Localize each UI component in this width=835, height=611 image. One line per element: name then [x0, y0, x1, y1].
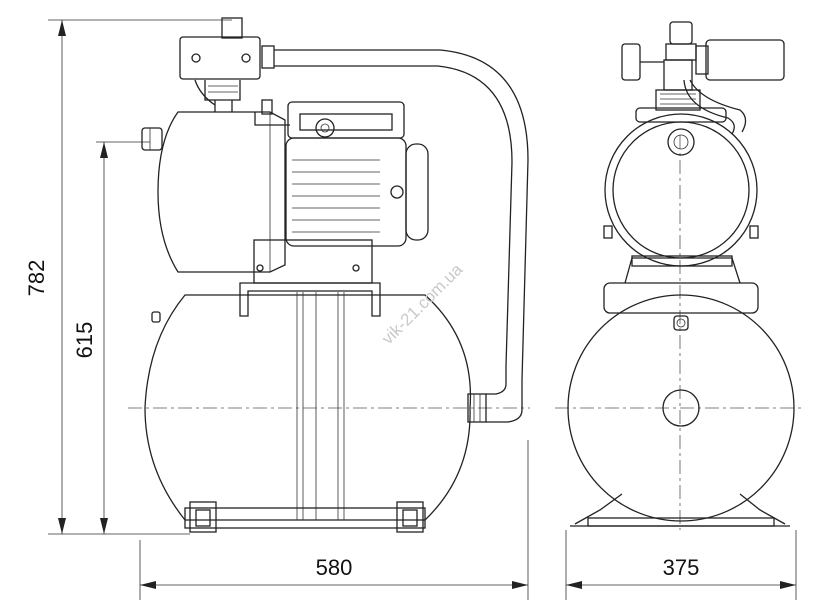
dimension-label-580: 580 — [316, 555, 353, 580]
dimension-height-total: 782 — [24, 19, 232, 535]
side-view — [128, 17, 530, 533]
dimension-width-front: 375 — [565, 530, 797, 600]
dimension-width-side: 580 — [139, 440, 529, 600]
front-view — [555, 21, 805, 530]
pressure-switch-front — [705, 39, 785, 81]
watermark-text: vik-21.com.ua — [378, 260, 467, 349]
dimension-label-782: 782 — [24, 260, 49, 297]
pump-housing-front — [604, 113, 758, 267]
pressure-tank-front — [567, 294, 795, 522]
dimension-label-375: 375 — [663, 555, 700, 580]
dimension-height-outlet: 615 — [72, 141, 150, 534]
flexible-hose-side — [274, 49, 529, 381]
motor-body-side — [285, 137, 407, 247]
dimension-label-615: 615 — [72, 322, 97, 359]
pump-housing-side — [157, 111, 286, 273]
pressure-tank-side — [144, 294, 472, 521]
pressure-switch-side — [179, 36, 261, 80]
